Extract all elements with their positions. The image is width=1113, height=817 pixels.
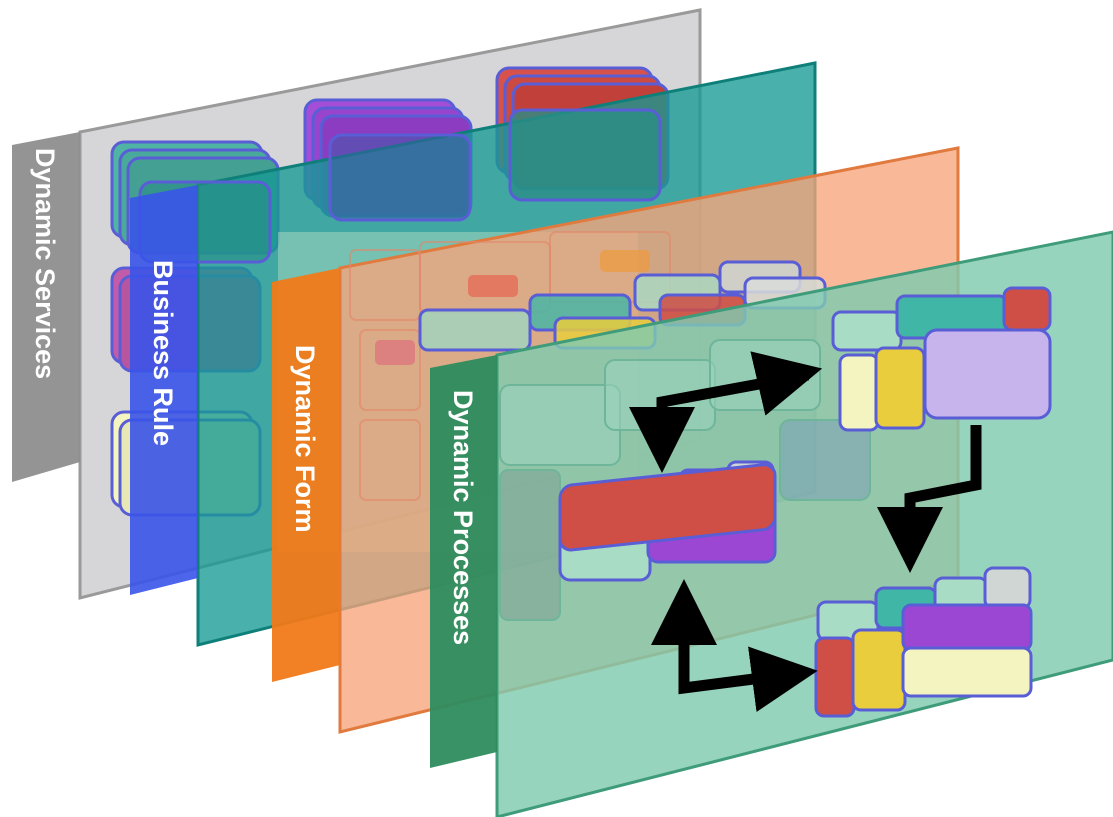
services-tab [12, 132, 80, 482]
process-flow-arrows [629, 351, 982, 712]
services-tab-label: Dynamic Services [30, 148, 60, 379]
dynamic-form-tab-label: Dynamic Form [290, 345, 320, 533]
arrow-return-to-top-right [750, 351, 823, 416]
arrow-left-to-bottom-right [877, 425, 982, 573]
form-block-left [558, 460, 777, 582]
layer-dynamic-processes: Dynamic Processes [430, 230, 1113, 817]
form-block-top-right [831, 286, 1052, 432]
dynamic-processes-tab-label: Dynamic Processes [448, 390, 478, 645]
business-rule-tab-label: Business Rule [148, 260, 178, 446]
business-rule-tab [130, 185, 198, 595]
form-block-bottom-right [814, 566, 1033, 718]
dynamic-processes-tab [430, 355, 497, 768]
dynamic-form-tab [272, 268, 340, 682]
